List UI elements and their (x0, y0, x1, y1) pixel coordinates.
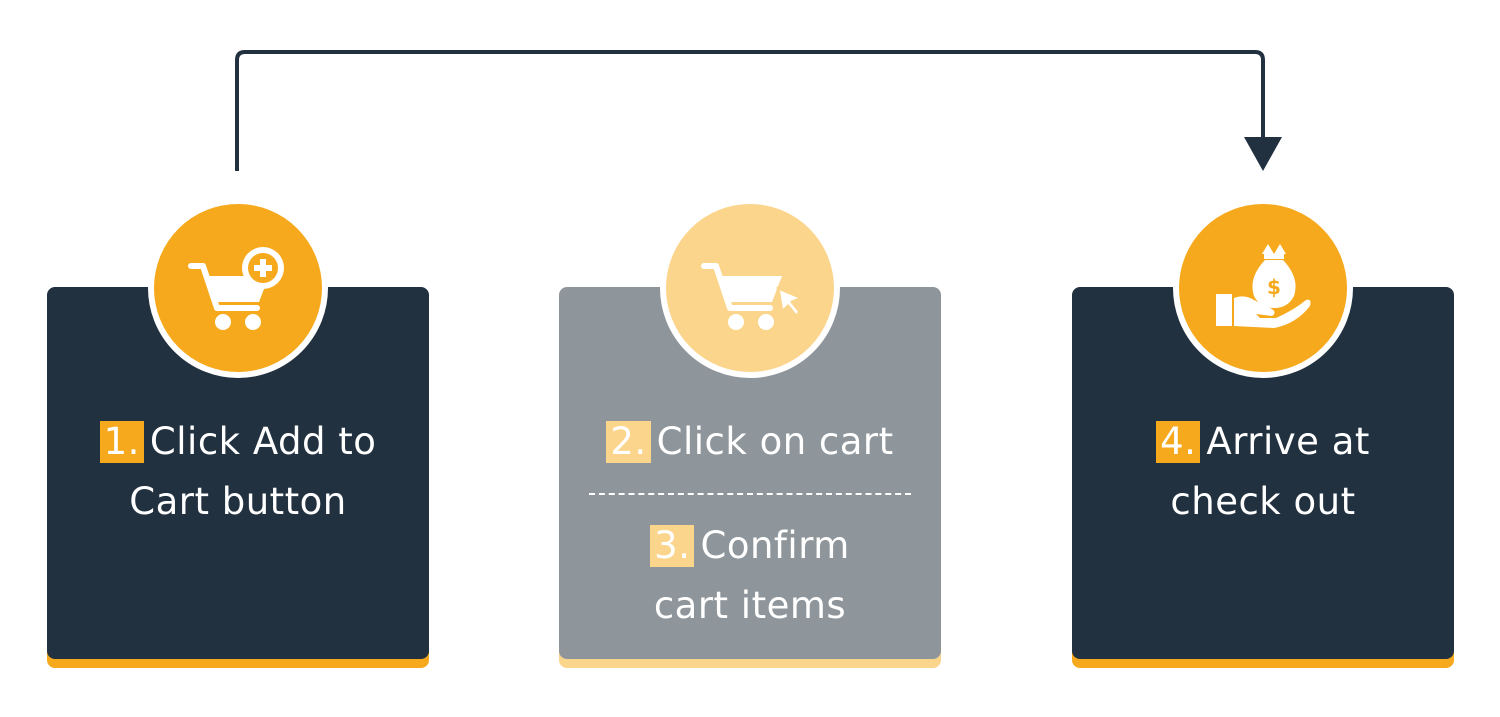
money-hand-icon: $ (1216, 244, 1311, 328)
cart-add-icon (188, 247, 284, 330)
step-3-line2: cart items (653, 584, 847, 627)
step-2-line1: Click on cart (656, 420, 894, 463)
step-4-number: 4. (1156, 421, 1201, 463)
cart-click-icon (701, 263, 804, 330)
step-1-line2: Cart button (129, 480, 347, 523)
step-1-line1: Click Add to (149, 420, 377, 463)
step-2-number: 2. (606, 421, 651, 463)
step-1-icon-circle (148, 198, 328, 378)
dashed-divider (589, 493, 911, 495)
svg-text:$: $ (1267, 275, 1281, 299)
step-3-number: 3. (650, 525, 695, 567)
step-3-line1: Confirm (700, 524, 850, 567)
step-2-icon-circle (660, 198, 840, 378)
step-4-icon-circle: $ (1173, 198, 1353, 378)
step-4-line1: Arrive at (1206, 420, 1370, 463)
step-3-text: 3.Confirm cart items (559, 516, 941, 636)
step-2-text: 2.Click on cart (559, 412, 941, 472)
step-4-text: 4.Arrive at check out (1072, 412, 1454, 532)
step-1-text: 1.Click Add to Cart button (47, 412, 429, 532)
step-1-number: 1. (99, 421, 144, 463)
step-4-line2: check out (1170, 480, 1356, 523)
